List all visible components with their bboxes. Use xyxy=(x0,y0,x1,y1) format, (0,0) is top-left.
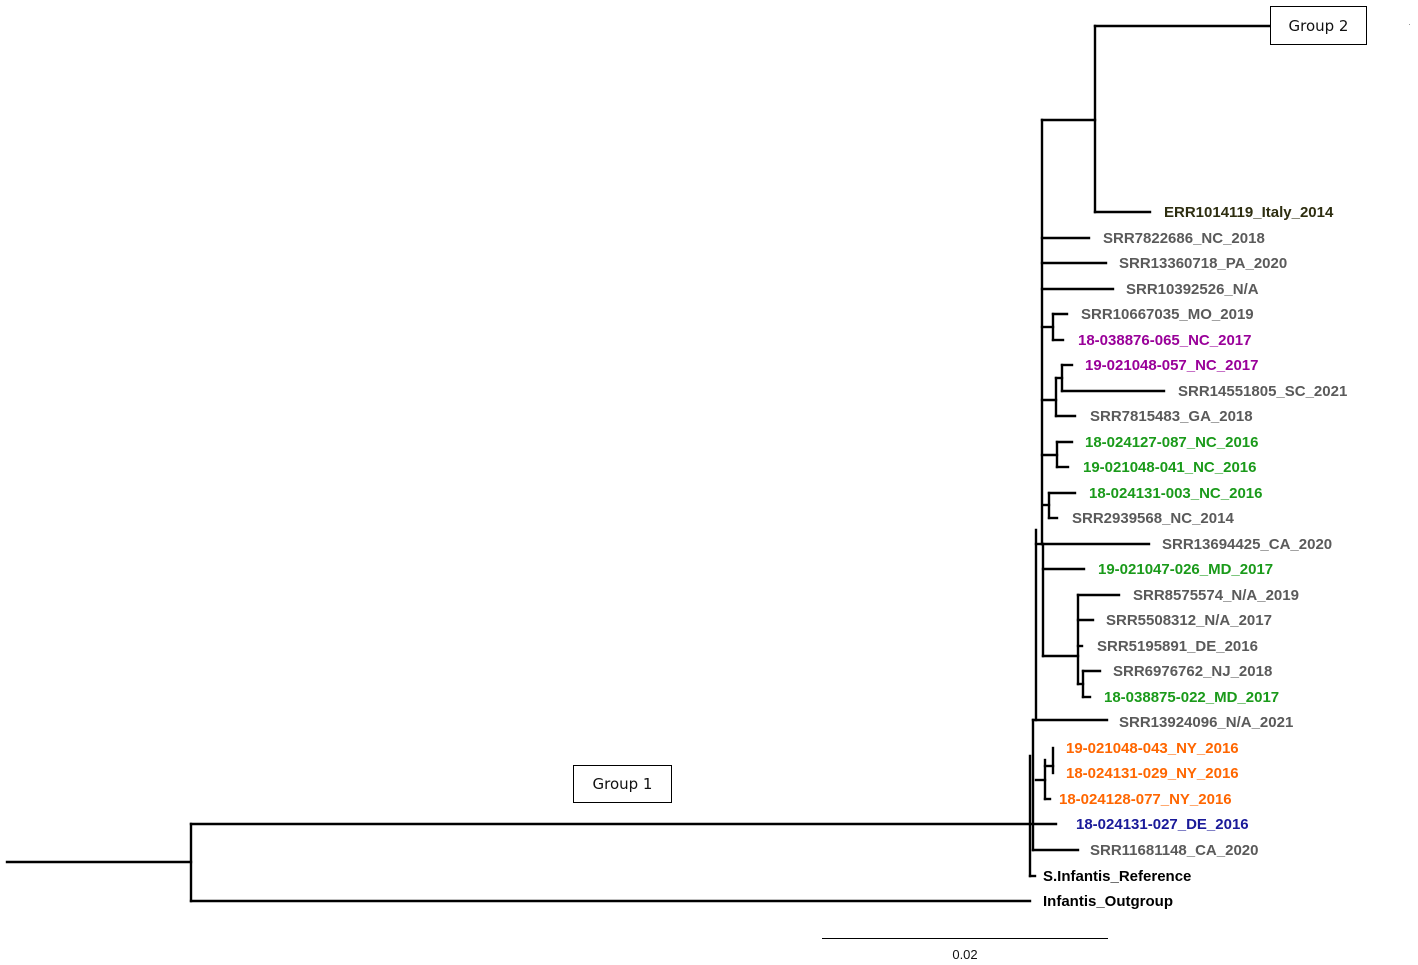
leaf-label: SRR10667035_MO_2019 xyxy=(1081,306,1254,323)
leaf-label: SRR10392526_N/A xyxy=(1126,281,1259,298)
leaf-label: SRR8575574_N/A_2019 xyxy=(1133,587,1299,604)
leaf-label: 18-038876-065_NC_2017 xyxy=(1078,332,1251,349)
leaf-label: 18-024131-029_NY_2016 xyxy=(1066,765,1239,782)
leaf-label: SRR7822686_NC_2018 xyxy=(1103,230,1265,247)
leaf-label: SRR5508312_N/A_2017 xyxy=(1106,612,1272,629)
leaf-label: SRR14551805_SC_2021 xyxy=(1178,383,1347,400)
leaf-label: SRR7815483_GA_2018 xyxy=(1090,408,1253,425)
leaf-label: ERR1014119_Italy_2014 xyxy=(1164,204,1334,221)
scale-bar-label: 0.02 xyxy=(952,947,978,962)
leaf-label: SRR2939568_NC_2014 xyxy=(1072,510,1234,527)
leaf-label: 18-038875-022_MD_2017 xyxy=(1104,689,1279,706)
leaf-label: SRR13924096_N/A_2021 xyxy=(1119,714,1293,731)
stray-dot-mark xyxy=(1409,24,1410,25)
leaf-label: 18-024127-087_NC_2016 xyxy=(1085,434,1258,451)
leaf-label: S.Infantis_Reference xyxy=(1043,868,1191,885)
leaf-label: 18-024131-003_NC_2016 xyxy=(1089,485,1262,502)
group-2-label: Group 2 xyxy=(1288,16,1349,35)
tree-branches xyxy=(5,24,1272,903)
leaf-label: 18-024128-077_NY_2016 xyxy=(1059,791,1232,808)
leaf-label: 19-021048-057_NC_2017 xyxy=(1085,357,1258,374)
leaf-label: 19-021048-043_NY_2016 xyxy=(1066,740,1239,757)
leaf-labels: ERR1014119_Italy_2014SRR7822686_NC_2018S… xyxy=(1043,204,1347,910)
leaf-label: 18-024131-027_DE_2016 xyxy=(1076,816,1249,833)
group-1-label: Group 1 xyxy=(592,775,653,793)
scale-bar xyxy=(822,938,1108,939)
leaf-label: SRR13360718_PA_2020 xyxy=(1119,255,1287,272)
leaf-label: SRR13694425_CA_2020 xyxy=(1162,536,1332,553)
leaf-label: SRR5195891_DE_2016 xyxy=(1097,638,1258,655)
leaf-label: SRR6976762_NJ_2018 xyxy=(1113,663,1272,680)
leaf-label: SRR11681148_CA_2020 xyxy=(1090,842,1258,859)
group-2-label-box: Group 2 xyxy=(1270,6,1367,45)
leaf-label: 19-021047-026_MD_2017 xyxy=(1098,561,1273,578)
group-1-label-box: Group 1 xyxy=(573,765,672,803)
leaf-label: 19-021048-041_NC_2016 xyxy=(1083,459,1256,476)
leaf-label: Infantis_Outgroup xyxy=(1043,893,1173,910)
